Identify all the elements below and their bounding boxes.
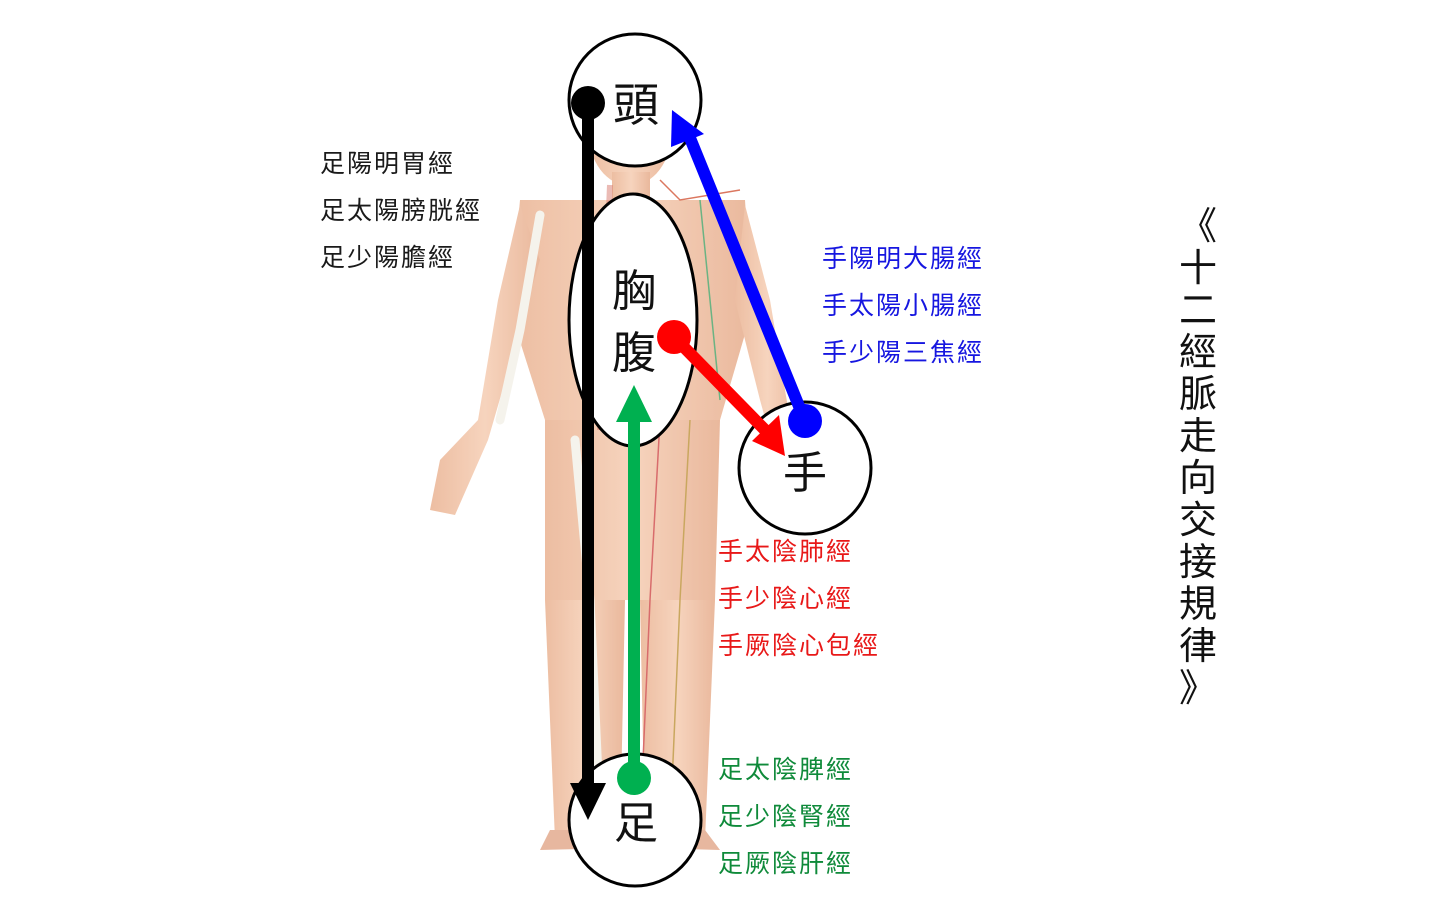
meridian-label: 足太陰脾經 [718, 755, 854, 784]
title-char: 接 [1178, 540, 1217, 584]
meridian-label: 手少陽三焦經 [822, 338, 985, 367]
hand-yin-arrowhead [752, 415, 785, 456]
foot-yin-arrow [616, 385, 652, 795]
title-char: 脈 [1178, 372, 1217, 416]
foot-yin-meridian-list: 足太陰脾經 足少陰腎經 足厥陰肝經 [718, 746, 853, 887]
hand-yang-arrowhead [671, 110, 704, 147]
meridian-label: 足少陰腎經 [718, 802, 854, 831]
meridian-label: 足太陽膀胱經 [320, 196, 483, 225]
meridian-label: 手陽明大腸經 [822, 244, 985, 273]
title-char: 二 [1178, 288, 1217, 332]
meridian-label: 手少陰心經 [718, 584, 854, 613]
hand-yang-arrow [671, 110, 822, 438]
foot-yang-start-dot [571, 86, 605, 120]
meridian-label: 手厥陰心包經 [718, 631, 881, 660]
chest-label-2: 腹 [612, 328, 656, 379]
vertical-title: 《 十 二 經 脈 走 向 交 接 規 律 》 [1170, 205, 1226, 709]
foot-label: 足 [614, 798, 658, 849]
title-char: 十 [1178, 246, 1217, 290]
hand-yin-meridian-list: 手太陰肺經 手少陰心經 手厥陰心包經 [718, 528, 880, 669]
title-char: 律 [1178, 624, 1217, 668]
foot-yang-meridian-list: 足陽明胃經 足太陽膀胱經 足少陽膽經 [320, 140, 482, 281]
title-char: 走 [1178, 414, 1217, 458]
hand-label: 手 [783, 448, 827, 499]
hand-yang-start-dot [788, 404, 822, 438]
chest-label-1: 胸 [612, 266, 656, 317]
title-char: 《 [1178, 204, 1217, 248]
title-char: 規 [1178, 582, 1217, 626]
meridian-label: 足少陽膽經 [320, 243, 456, 272]
hand-yin-arrow-line [669, 332, 770, 435]
meridian-label: 足陽明胃經 [320, 149, 456, 178]
title-char: 向 [1178, 456, 1217, 500]
meridian-label: 足厥陰肝經 [718, 849, 854, 878]
meridian-label: 手太陽小腸經 [822, 291, 985, 320]
head-node-circle [567, 32, 703, 168]
foot-yin-arrowhead [616, 385, 652, 422]
foot-yang-arrowhead [570, 783, 606, 820]
title-char: 交 [1178, 498, 1217, 542]
hand-yin-arrow [657, 320, 785, 456]
head-label: 頭 [613, 78, 659, 132]
title-char: 》 [1178, 666, 1217, 710]
foot-yin-start-dot [617, 761, 651, 795]
foot-yang-arrow [570, 86, 606, 820]
hand-yang-meridian-list: 手陽明大腸經 手太陽小腸經 手少陽三焦經 [822, 235, 984, 376]
title-char: 經 [1178, 330, 1217, 374]
meridian-label: 手太陰肺經 [718, 537, 854, 566]
hand-yang-arrow-line [684, 135, 811, 424]
hand-yin-start-dot [657, 320, 691, 354]
